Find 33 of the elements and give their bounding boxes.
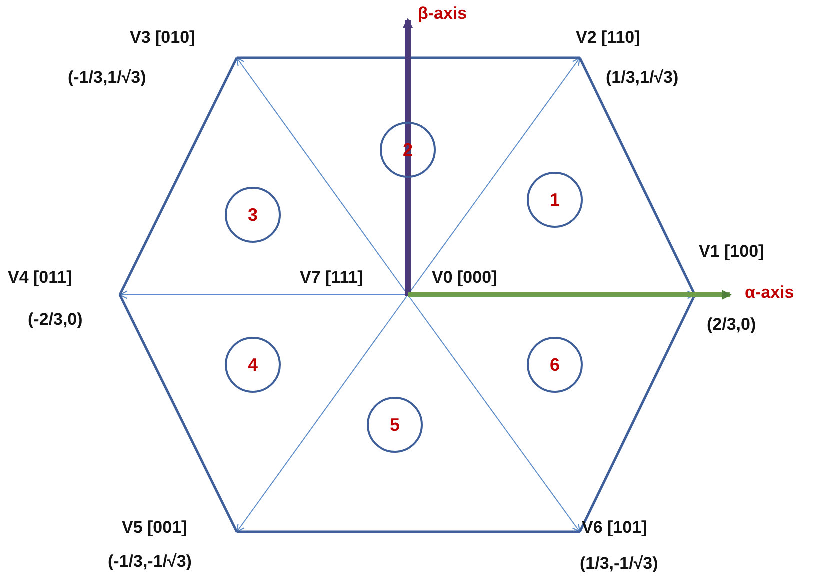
vector-label: V6 [101]: [582, 518, 648, 538]
sector-number: 1: [550, 190, 560, 210]
sector-number: 4: [248, 354, 258, 376]
sector-circle: [225, 337, 281, 393]
vector-arrow: [408, 294, 581, 533]
axis-label: α-axis: [745, 283, 794, 303]
coordinate-label: (1/3,-1/√3): [580, 554, 658, 574]
sector-circle: [225, 187, 281, 243]
axis-label: β-axis: [418, 4, 468, 24]
coordinate-label: (2/3,0): [707, 315, 756, 335]
sector-number: 5: [390, 414, 400, 436]
sector-circle: [380, 122, 436, 178]
vector-label: V3 [010]: [130, 28, 196, 48]
hexagon-side: [237, 56, 580, 60]
coordinate-label: (-1/3,1/√3): [68, 68, 146, 88]
hexagon-side: [118, 294, 238, 533]
vector-label: V4 [011]: [8, 268, 72, 288]
hexagon-side: [237, 530, 580, 534]
vector-label: V5 [001]: [122, 518, 188, 538]
coordinate-label: V0 [000]: [432, 268, 498, 288]
coordinate-label: (-2/3,0): [28, 310, 83, 330]
sector-number: 3: [248, 204, 258, 226]
hexagon-side: [118, 57, 238, 296]
sector-circle: [527, 337, 583, 393]
vector-label: V7 [111]: [300, 268, 364, 288]
vector-arrow: [236, 294, 408, 533]
sector-circle: [527, 172, 583, 228]
sector-number: 6: [550, 354, 560, 376]
coordinate-label: (-1/3,-1/√3): [108, 552, 192, 572]
vector-label: V1 [100]: [699, 242, 764, 262]
vector-label: V2 [110]: [576, 28, 640, 48]
sector-circle: [367, 397, 423, 453]
coordinate-label: (1/3,1/√3): [606, 68, 679, 88]
